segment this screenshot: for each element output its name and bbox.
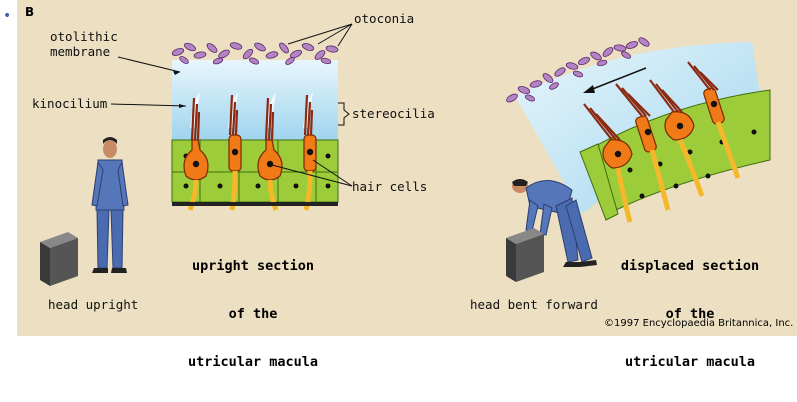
upright-caption: upright section of the utricular macula	[158, 226, 348, 402]
list-bullet: •	[3, 8, 11, 24]
displaced-caption-line1: displaced section	[595, 258, 785, 274]
label-kinocilium: kinocilium	[32, 97, 107, 111]
label-head-bent-forward: head bent forward	[470, 298, 598, 312]
label-head-upright: head upright	[48, 298, 138, 312]
figure-frame: • B otolithic membrane otoconia kinocili…	[0, 0, 797, 336]
label-otolithic-membrane-line2: membrane	[50, 45, 110, 59]
upright-section	[171, 41, 338, 210]
person-upright	[92, 137, 128, 273]
displaced-caption: displaced section of the utricular macul…	[595, 226, 785, 402]
upright-caption-line2: of the	[158, 306, 348, 322]
panel-letter: B	[25, 5, 34, 19]
upright-caption-line3: utricular macula	[158, 354, 348, 370]
displaced-caption-line3: utricular macula	[595, 354, 785, 370]
box-bent	[506, 228, 544, 282]
label-stereocilia: stereocilia	[352, 107, 435, 121]
upright-caption-line1: upright section	[158, 258, 348, 274]
copyright-notice: ©1997 Encyclopaedia Britannica, Inc.	[604, 318, 793, 329]
box-upright	[40, 232, 78, 286]
basement-membrane	[172, 202, 338, 206]
label-otoconia: otoconia	[354, 12, 414, 26]
label-otolithic-membrane-line1: otolithic	[50, 30, 118, 44]
label-hair-cells: hair cells	[352, 180, 427, 194]
